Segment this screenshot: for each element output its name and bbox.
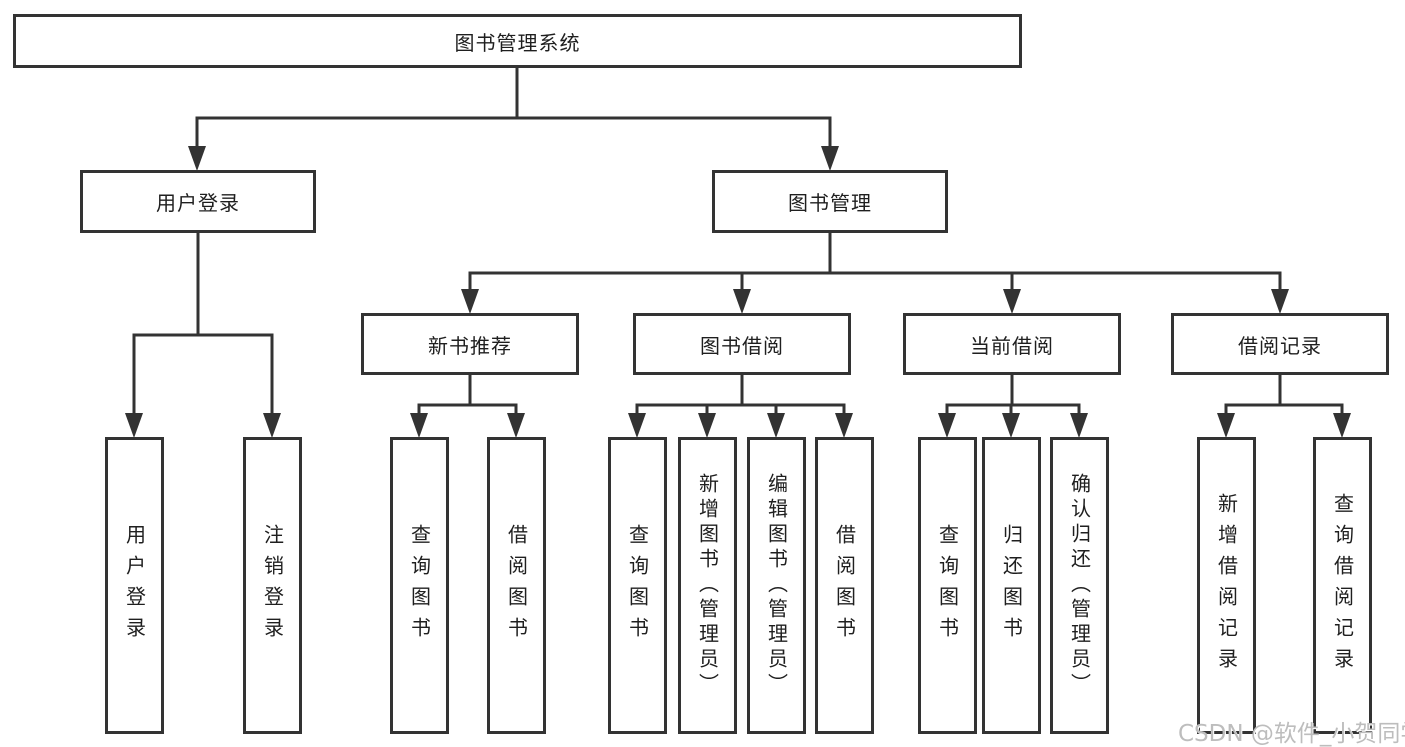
- connector-book-management-split: [468, 233, 1282, 307]
- node-library-management-system: 图书管理系统: [13, 14, 1022, 68]
- connector-user-login-split: [132, 233, 274, 431]
- node-book-borrow: 图书借阅: [633, 313, 851, 375]
- leaf-query-borrow-record: 查询借阅记录: [1313, 437, 1372, 734]
- connector-new-book-split: [417, 375, 518, 431]
- leaf-return-books: 归还图书: [982, 437, 1041, 734]
- leaf-query-books-borrow: 查询图书: [608, 437, 667, 734]
- node-borrow-record: 借阅记录: [1171, 313, 1389, 375]
- leaf-add-books-admin: 新增图书（管理员）: [678, 437, 737, 734]
- leaf-edit-books-admin: 编辑图书（管理员）: [747, 437, 806, 734]
- connector-root-split: [195, 68, 832, 164]
- connector-current-borrow-split: [945, 375, 1081, 431]
- connector-book-borrow-split: [635, 375, 846, 431]
- connector-borrow-record-split: [1224, 375, 1344, 431]
- node-user-login: 用户登录: [80, 170, 316, 233]
- node-current-borrow: 当前借阅: [903, 313, 1121, 375]
- leaf-confirm-return-admin: 确认归还（管理员）: [1050, 437, 1109, 734]
- leaf-query-books-current: 查询图书: [918, 437, 977, 734]
- leaf-borrow-books: 借阅图书: [815, 437, 874, 734]
- leaf-add-borrow-record: 新增借阅记录: [1197, 437, 1256, 734]
- leaf-borrow-books-recommend: 借阅图书: [487, 437, 546, 734]
- node-new-book-recommend: 新书推荐: [361, 313, 579, 375]
- leaf-user-login: 用户登录: [105, 437, 164, 734]
- leaf-logout: 注销登录: [243, 437, 302, 734]
- csdn-watermark: CSDN @软件_小贺同学: [1178, 721, 1405, 747]
- node-book-management: 图书管理: [712, 170, 948, 233]
- leaf-query-books-recommend: 查询图书: [390, 437, 449, 734]
